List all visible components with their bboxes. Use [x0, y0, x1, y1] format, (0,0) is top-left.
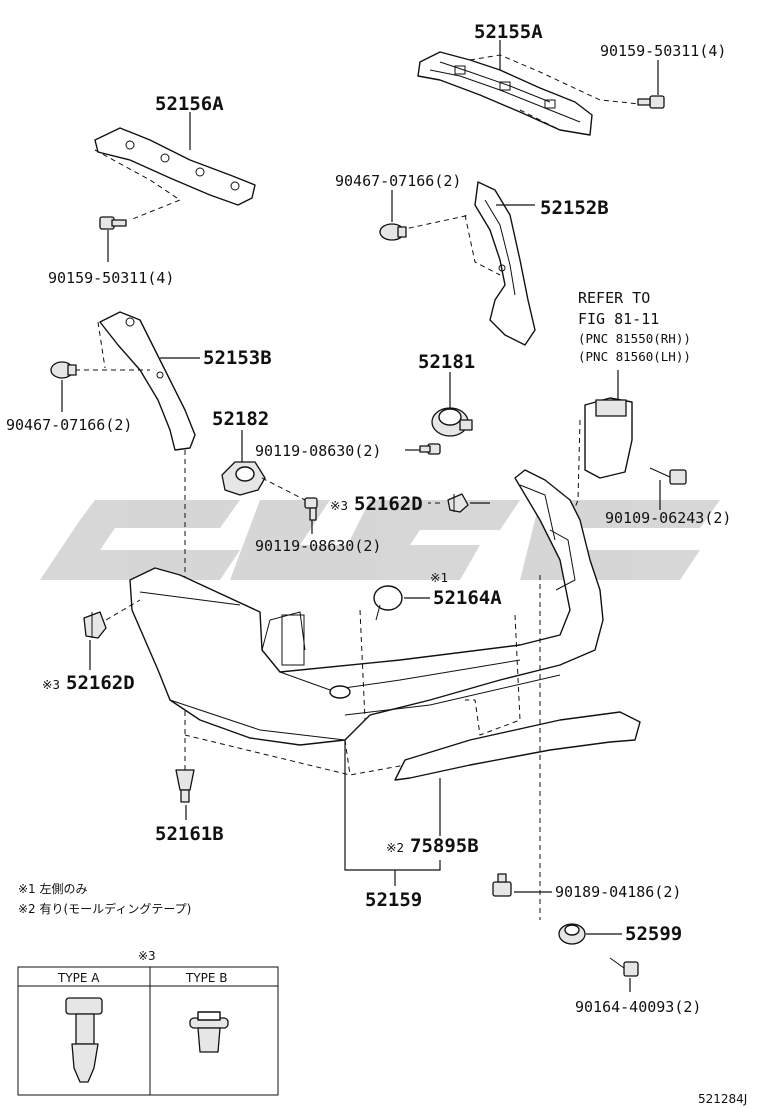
clip-52162D-left[interactable]	[83, 599, 141, 639]
bolt-90159-left[interactable]	[99, 216, 127, 230]
bracket-52156A[interactable]	[94, 112, 256, 221]
label-52162D-mid: 52162D	[354, 493, 423, 515]
bracket-52153B[interactable]	[75, 311, 200, 770]
label-52599: 52599	[625, 923, 682, 945]
refer-line-1: REFER TO	[578, 289, 650, 307]
retainer-52181[interactable]	[431, 407, 473, 437]
label-52156A: 52156A	[155, 93, 224, 115]
retainer-52182[interactable]	[221, 461, 306, 501]
bumper-cover[interactable]	[129, 469, 604, 746]
label-90467-top: 90467-07166(2)	[335, 172, 461, 190]
type-a-label: TYPE A	[57, 971, 100, 985]
refer-line-3: (PNC 81550(RH))	[578, 331, 691, 346]
label-90119-a: 90119-08630(2)	[255, 442, 381, 460]
clip-90467-top[interactable]	[379, 223, 407, 241]
label-52159: 52159	[365, 889, 422, 911]
bolt-90119-a[interactable]	[419, 443, 441, 455]
label-52155A: 52155A	[474, 21, 543, 43]
refer-line-4: (PNC 81560(LH))	[578, 349, 691, 364]
clip-type-table	[17, 966, 279, 1096]
note-2: ※2 有り(モールディングテープ)	[18, 901, 191, 916]
clip-52162D-mid[interactable]	[447, 493, 469, 513]
moulding-75895B[interactable]	[394, 711, 641, 781]
label-90159-top: 90159-50311(4)	[600, 42, 726, 60]
clip-type-a-icon	[65, 997, 103, 1083]
rivet-52161B[interactable]	[175, 769, 195, 803]
clip-90467-left[interactable]	[50, 361, 77, 379]
bolt-90159-top[interactable]	[637, 95, 665, 109]
label-90109: 90109-06243(2)	[605, 509, 731, 527]
label-52182: 52182	[212, 408, 269, 430]
label-52161B: 52161B	[155, 823, 224, 845]
type-mark: ※3	[138, 949, 156, 963]
cap-52164A[interactable]	[373, 585, 403, 621]
label-90164: 90164-40093(2)	[575, 998, 701, 1016]
label-52152B: 52152B	[540, 197, 609, 219]
label-90159-left: 90159-50311(4)	[48, 269, 174, 287]
label-52162D-left-mark: ※3	[42, 677, 60, 692]
note-1: ※1 左側のみ	[18, 881, 88, 896]
screw-90164[interactable]	[609, 957, 639, 977]
bracket-52155A[interactable]	[417, 51, 651, 136]
label-90189: 90189-04186(2)	[555, 883, 681, 901]
type-b-label: TYPE B	[185, 971, 228, 985]
clip-90189[interactable]	[492, 873, 512, 897]
label-52181: 52181	[418, 351, 475, 373]
reflector-lamp[interactable]	[571, 397, 633, 516]
bolt-90119-b[interactable]	[304, 497, 318, 521]
clip-type-b-icon	[189, 1011, 229, 1053]
label-52162D-left: 52162D	[66, 672, 135, 694]
label-52164A: 52164A	[433, 587, 502, 609]
label-75895B-mark: ※2	[386, 840, 404, 855]
label-90119-b: 90119-08630(2)	[255, 537, 381, 555]
cushion-52599[interactable]	[558, 923, 586, 945]
diagram-code: 521284J	[698, 1092, 747, 1106]
label-52164A-mark: ※1	[430, 570, 448, 585]
label-90467-left: 90467-07166(2)	[6, 416, 132, 434]
label-52162D-mid-mark: ※3	[330, 498, 348, 513]
bracket-52152B[interactable]	[399, 181, 536, 346]
label-52153B: 52153B	[203, 347, 272, 369]
refer-line-2: FIG 81-11	[578, 310, 659, 328]
screw-90109[interactable]	[649, 467, 687, 485]
label-75895B: 75895B	[410, 835, 479, 857]
